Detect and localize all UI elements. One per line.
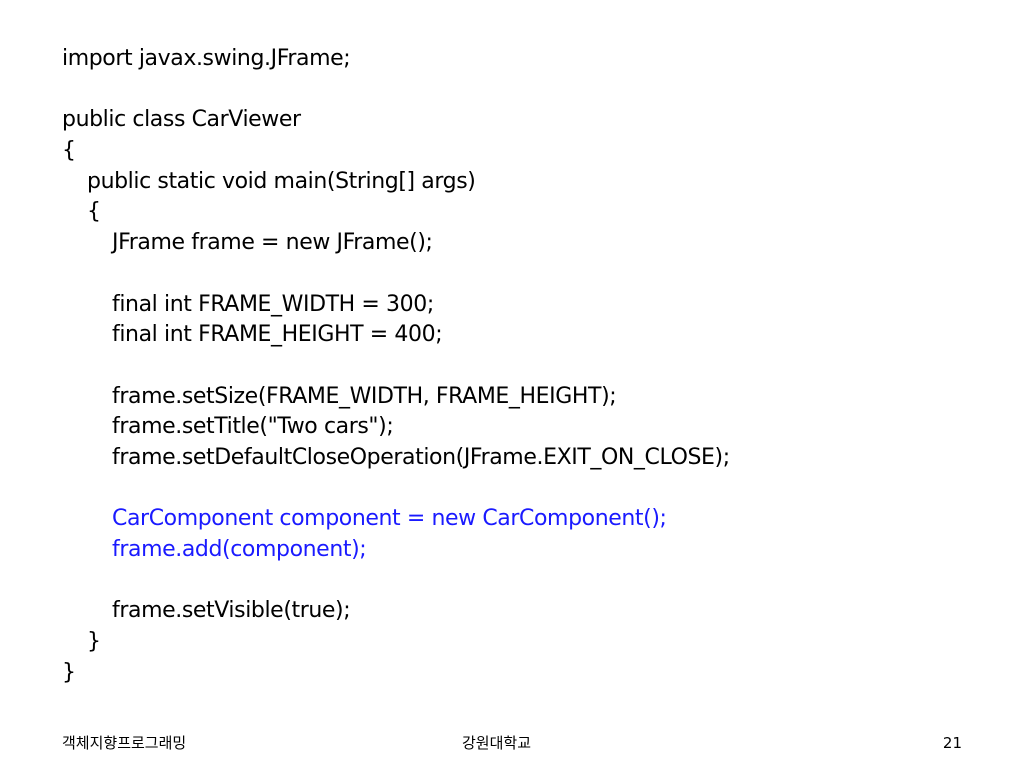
code-line: frame.setSize(FRAME_WIDTH, FRAME_HEIGHT)…	[112, 383, 617, 409]
code-line: {	[87, 199, 101, 225]
code-line	[62, 566, 1002, 597]
code-block: import javax.swing.JFrame; public class …	[62, 44, 1002, 688]
code-line: final int FRAME_HEIGHT = 400;	[112, 322, 443, 348]
code-line: final int FRAME_WIDTH = 300;	[112, 291, 434, 317]
code-line: }	[87, 629, 101, 655]
code-line: }	[62, 659, 76, 685]
code-line: public static void main(String[] args)	[87, 168, 476, 194]
code-line: public class CarViewer	[62, 107, 301, 133]
code-line-highlighted: frame.add(component);	[112, 537, 367, 562]
footer-course-title: 객체지향프로그래밍	[62, 734, 187, 752]
code-line: frame.setVisible(true);	[112, 598, 351, 624]
code-line: JFrame frame = new JFrame();	[112, 230, 433, 256]
code-line	[62, 75, 1002, 106]
code-line: import javax.swing.JFrame;	[62, 46, 351, 71]
code-line-highlighted: CarComponent component = new CarComponen…	[112, 506, 667, 532]
code-line: {	[62, 138, 76, 164]
code-line	[62, 259, 1002, 290]
footer-university: 강원대학교	[462, 734, 532, 752]
code-line: frame.setDefaultCloseOperation(JFrame.EX…	[112, 444, 730, 470]
footer-page-number: 21	[942, 734, 962, 752]
code-line: frame.setTitle("Two cars");	[112, 414, 394, 440]
code-line	[62, 474, 1002, 505]
code-line	[62, 351, 1002, 382]
